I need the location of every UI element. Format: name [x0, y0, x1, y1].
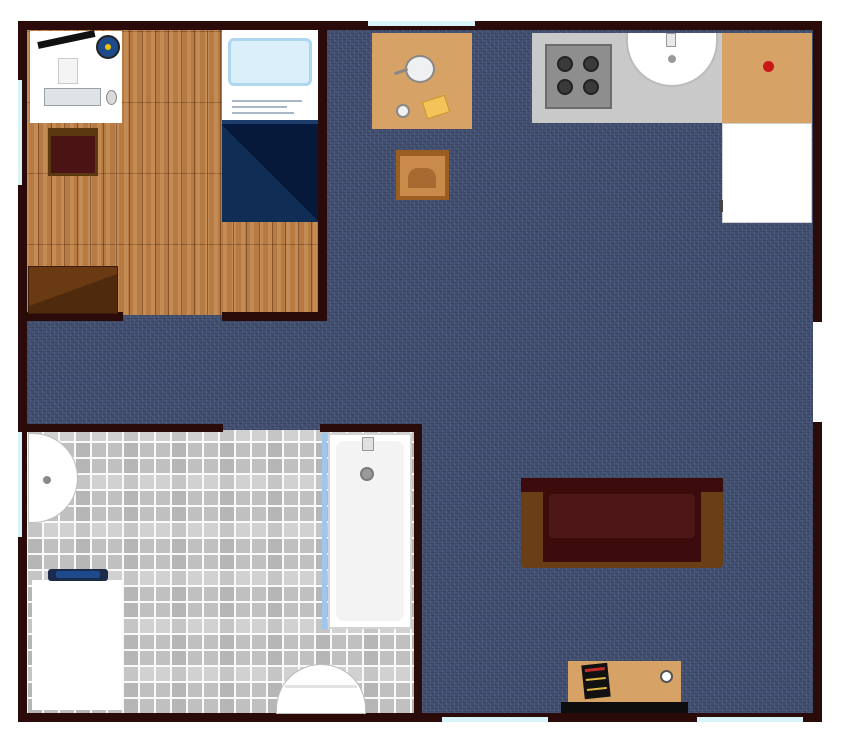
keyboard: [44, 88, 101, 106]
burner-icon: [583, 79, 599, 95]
tap: [362, 437, 374, 451]
bathroom-wall-top-left: [18, 424, 223, 432]
sofa-seat: [543, 492, 701, 562]
shower-curtain: [322, 433, 327, 629]
stove: [545, 44, 612, 109]
bedroom-wall-right: [318, 21, 327, 321]
drain-icon: [43, 476, 51, 484]
blanket-fold: [222, 94, 318, 120]
tv: [561, 702, 688, 713]
window-bottom-2: [697, 717, 803, 722]
burner-icon: [557, 79, 573, 95]
teapot: [405, 55, 435, 83]
sofa-back: [521, 478, 723, 492]
faucet: [666, 33, 676, 47]
books: [581, 662, 611, 700]
desk-lamp: [96, 35, 120, 59]
pillow: [228, 38, 312, 86]
window-left-bedroom: [18, 80, 22, 185]
burner-icon: [557, 56, 573, 72]
document-paper: [58, 58, 78, 84]
refrigerator-handle: [719, 200, 723, 212]
side-counter: [722, 33, 812, 123]
bathroom-wall-right: [414, 424, 422, 722]
cup: [396, 104, 410, 118]
storage-cabinet: [32, 580, 122, 710]
refrigerator: [722, 123, 812, 223]
drain-icon: [668, 55, 676, 63]
speaker: [660, 670, 673, 683]
bathtub: [328, 433, 412, 629]
bedroom-wall-bottom-right: [222, 312, 327, 321]
desk-chair: [48, 128, 98, 176]
burner-icon: [583, 56, 599, 72]
sofa: [521, 478, 723, 568]
bed: [222, 30, 318, 222]
bedroom-wall-bottom-left: [18, 312, 123, 321]
entrance-opening: [813, 322, 822, 422]
window-bottom-1: [442, 717, 548, 722]
window-top: [368, 21, 475, 26]
window-left-bathroom: [18, 432, 22, 537]
apple: [763, 61, 774, 72]
towel: [48, 569, 108, 581]
drain-icon: [360, 467, 374, 481]
dining-chair: [396, 150, 449, 200]
outer-wall-left: [18, 21, 27, 722]
bathroom-wall-top-right: [320, 424, 422, 432]
bed-cover: [222, 120, 318, 222]
dresser: [28, 266, 118, 314]
mouse: [106, 90, 117, 105]
